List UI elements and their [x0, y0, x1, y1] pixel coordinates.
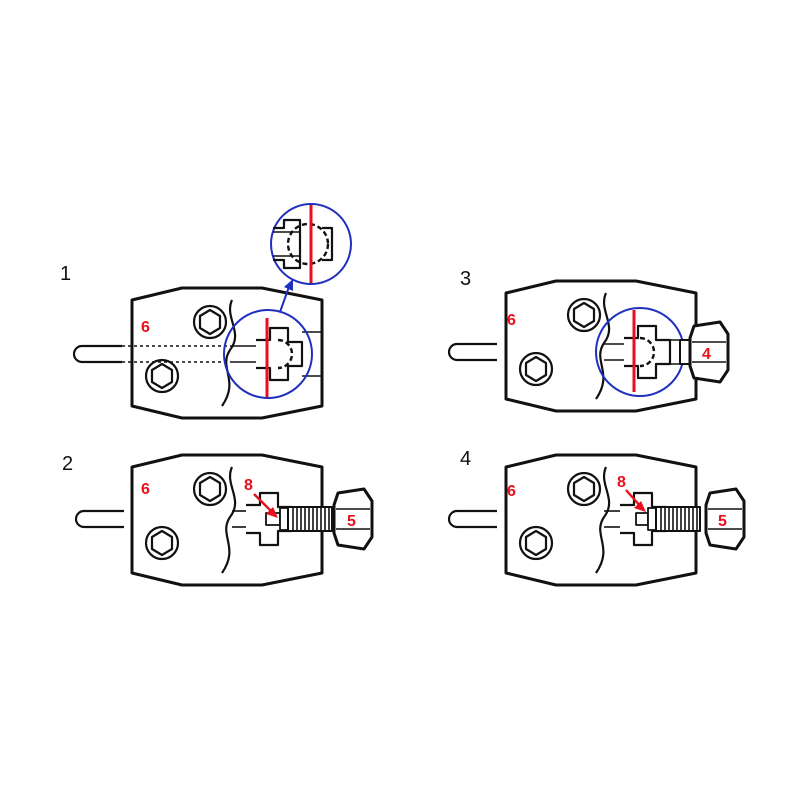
step-1: 1 6: [60, 203, 352, 420]
step-number: 1: [60, 263, 71, 285]
body-label: 6: [507, 483, 516, 500]
nut-label: 5: [718, 513, 727, 530]
step-number: 2: [62, 453, 73, 475]
step-number: 4: [460, 448, 471, 470]
zoom-circle: [223, 309, 313, 399]
step-4: 4 8 5 6: [447, 448, 746, 587]
nut-label: 5: [347, 513, 356, 530]
pin-label: 8: [244, 477, 253, 494]
step-2: 2 8 5 6: [62, 453, 374, 587]
magnified-detail: [270, 203, 352, 285]
body-label: 6: [507, 312, 516, 329]
pin-label: 8: [617, 474, 626, 491]
step-number: 3: [460, 268, 471, 290]
body-label: 6: [141, 481, 150, 498]
body-label: 6: [141, 319, 150, 336]
nut-label: 4: [702, 346, 711, 363]
step-3: 3 4 6: [447, 268, 730, 413]
